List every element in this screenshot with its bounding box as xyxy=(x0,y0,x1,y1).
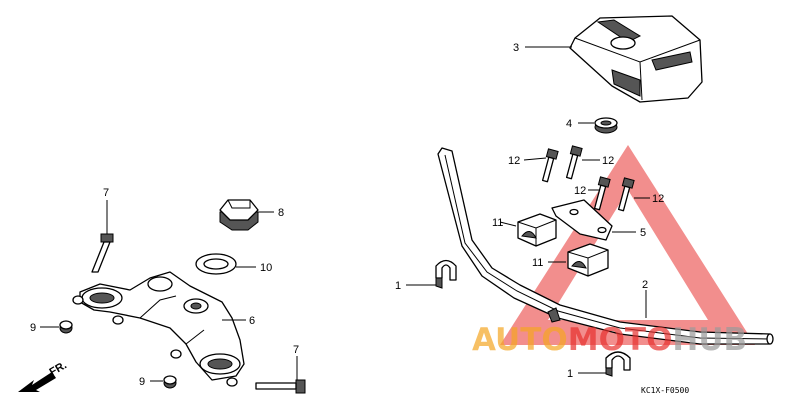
bolt-12a-part xyxy=(541,148,559,183)
washer-part xyxy=(195,253,237,275)
clamp-lower-part xyxy=(605,351,631,377)
bolt-7-vertical-part xyxy=(91,233,114,273)
callout-1b: 1 xyxy=(567,368,573,380)
nut-9a-part xyxy=(59,320,73,334)
callout-5: 5 xyxy=(640,227,646,239)
watermark-logo: AUTOMOTOHUB xyxy=(472,322,747,358)
callout-12a: 12 xyxy=(508,155,520,167)
stem-nut-part xyxy=(219,199,259,231)
callout-4: 4 xyxy=(566,118,572,130)
front-label: FR. xyxy=(48,359,69,378)
holder-upper-a-part xyxy=(517,213,557,247)
bolt-12c-part xyxy=(593,176,611,211)
callout-12c: 12 xyxy=(574,185,586,197)
bracket-plate-part xyxy=(551,199,613,241)
top-bridge-part xyxy=(72,271,245,387)
clamp-upper-part xyxy=(435,259,457,289)
bolt-7-horizontal-part xyxy=(255,379,306,394)
callout-1a: 1 xyxy=(395,280,401,292)
nut-9b-part xyxy=(163,375,177,389)
watermark-text-moto: MOTO xyxy=(568,322,673,358)
handlebar-part xyxy=(437,147,774,345)
callout-12b: 12 xyxy=(602,155,614,167)
callout-11b: 11 xyxy=(532,257,543,269)
callout-7a: 7 xyxy=(103,187,109,199)
callout-10: 10 xyxy=(260,262,272,274)
callout-9b: 9 xyxy=(139,376,145,388)
diagram-code: KC1X-F0500 xyxy=(641,386,689,395)
grommet-part xyxy=(594,117,618,134)
leader-12a xyxy=(523,157,547,161)
leader-11a xyxy=(499,221,517,227)
bolt-12d-part xyxy=(617,177,635,212)
callout-11a: 11 xyxy=(492,217,503,229)
svg-text:AUTOMOTOHUB: AUTOMOTOHUB xyxy=(472,322,747,358)
callout-3: 3 xyxy=(513,42,519,54)
callout-7b: 7 xyxy=(293,344,299,356)
holder-upper-b-part xyxy=(567,243,609,277)
watermark-text-auto: AUTO xyxy=(472,322,568,358)
callout-12d: 12 xyxy=(652,193,664,205)
callout-2: 2 xyxy=(642,279,648,291)
top-cover-part xyxy=(569,15,703,103)
front-arrow-icon xyxy=(18,372,56,392)
callout-9a: 9 xyxy=(30,322,36,334)
watermark-text-hub: HUB xyxy=(672,322,747,358)
callout-8: 8 xyxy=(278,207,284,219)
callout-6: 6 xyxy=(249,315,255,327)
bolt-12b-part xyxy=(565,145,583,180)
